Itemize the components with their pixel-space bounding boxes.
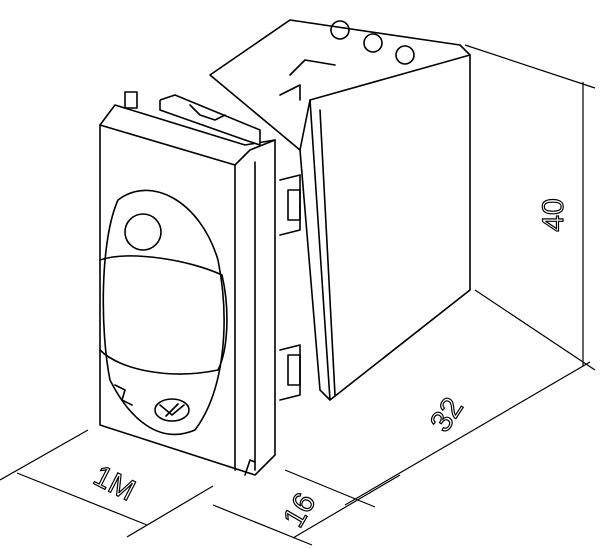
dimension-label-width: 1M (88, 459, 140, 507)
terminal-hole-icon (330, 20, 350, 40)
terminal-hole-icon (395, 45, 415, 65)
front-plate (99, 91, 276, 476)
dimension-16: 16 (212, 469, 401, 546)
dimension-label-depth: 32 (424, 392, 470, 438)
adjust-screw-icon (154, 398, 190, 422)
dimension-label-plate: 16 (277, 488, 322, 533)
dimension-40: 40 (464, 44, 596, 371)
rear-housing (209, 19, 471, 401)
terminal-hole-icon (363, 33, 383, 53)
dimension-32: 32 (344, 361, 591, 506)
dimension-label-height: 40 (537, 198, 570, 231)
led-indicator-icon (124, 213, 162, 251)
